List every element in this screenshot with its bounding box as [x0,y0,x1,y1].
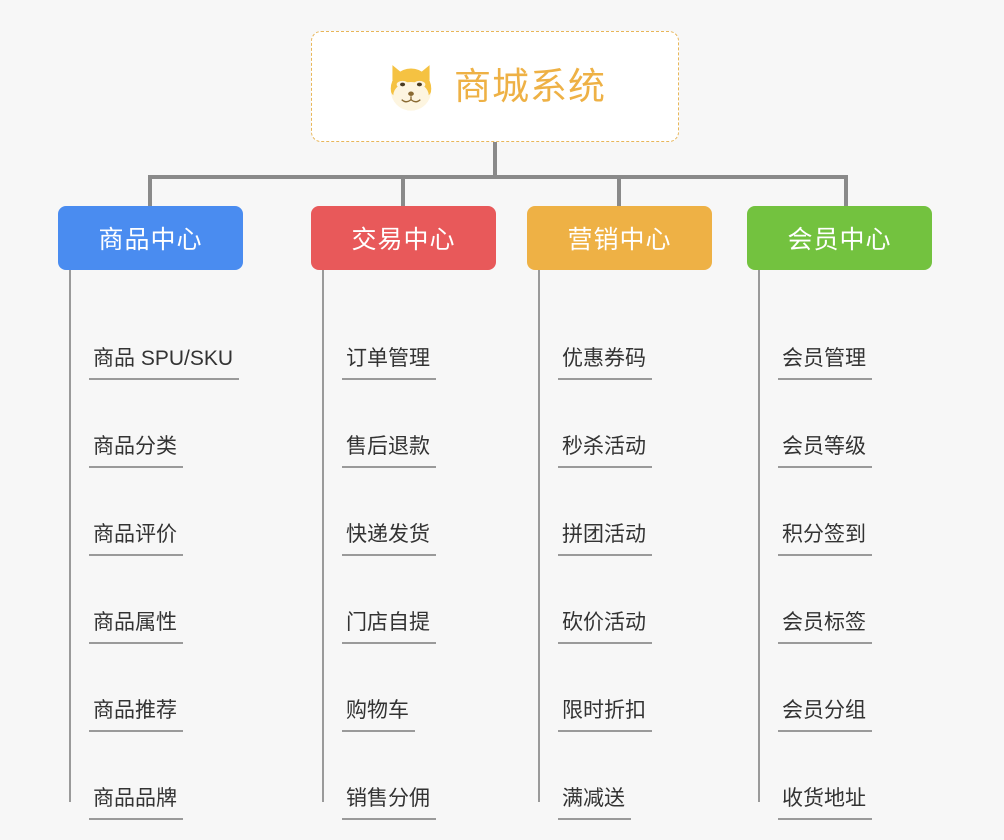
leaf-item[interactable]: 会员管理 [747,292,967,380]
leaf-label: 拼团活动 [558,523,652,556]
leaf-item[interactable]: 商品品牌 [58,732,278,820]
category-label: 商品中心 [98,226,203,254]
leaf-label: 限时折扣 [558,699,652,732]
leaf-list-member-center: 会员管理 会员等级 积分签到 会员标签 会员分组 收货地址 [747,270,967,820]
leaf-label: 销售分佣 [342,787,436,820]
root-title: 商城系统 [454,66,606,107]
connector-drop-3 [617,175,621,211]
category-label: 交易中心 [351,226,456,254]
leaf-label: 商品 SPU/SKU [89,347,240,380]
leaf-label: 会员等级 [778,435,872,468]
leaf-item[interactable]: 购物车 [311,644,531,732]
connector-drop-1 [148,175,152,211]
leaf-item[interactable]: 商品评价 [58,468,278,556]
connector-drop-4 [844,175,848,211]
leaf-label: 门店自提 [342,611,436,644]
leaf-spine [322,270,324,802]
leaf-item[interactable]: 限时折扣 [527,644,747,732]
leaf-item[interactable]: 满减送 [527,732,747,820]
shiba-dog-face-icon [390,64,432,111]
leaf-item[interactable]: 快递发货 [311,468,531,556]
category-node-trade-center[interactable]: 交易中心 [311,206,496,270]
connector-root-stem [493,142,497,178]
leaf-label: 积分签到 [778,523,872,556]
leaf-item[interactable]: 商品属性 [58,556,278,644]
leaf-label: 商品分类 [89,435,183,468]
leaf-list-product-center: 商品 SPU/SKU 商品分类 商品评价 商品属性 商品推荐 商品品牌 [58,270,278,820]
leaf-item[interactable]: 商品推荐 [58,644,278,732]
leaf-spine [538,270,540,802]
leaf-item[interactable]: 商品 SPU/SKU [58,292,278,380]
leaf-item[interactable]: 积分签到 [747,468,967,556]
root-node[interactable]: 商城系统 [311,31,679,142]
category-label: 营销中心 [567,226,672,254]
leaf-label: 订单管理 [342,347,436,380]
leaf-label: 优惠券码 [558,347,652,380]
leaf-item[interactable]: 门店自提 [311,556,531,644]
connector-drop-2 [401,175,405,211]
connector-horizontal-bus [148,175,848,179]
category-node-product-center[interactable]: 商品中心 [58,206,243,270]
leaf-label: 购物车 [342,699,415,732]
leaf-item[interactable]: 拼团活动 [527,468,747,556]
leaf-label: 商品评价 [89,523,183,556]
leaf-label: 商品属性 [89,611,183,644]
leaf-label: 商品推荐 [89,699,183,732]
branch-column-product-center: 商品中心 商品 SPU/SKU 商品分类 商品评价 商品属性 商品推荐 商品品牌 [58,206,278,820]
leaf-item[interactable]: 砍价活动 [527,556,747,644]
leaf-label: 会员管理 [778,347,872,380]
leaf-label: 秒杀活动 [558,435,652,468]
leaf-label: 满减送 [558,787,631,820]
leaf-label: 会员分组 [778,699,872,732]
leaf-spine [69,270,71,802]
leaf-item[interactable]: 销售分佣 [311,732,531,820]
leaf-label: 砍价活动 [558,611,652,644]
category-node-marketing-center[interactable]: 营销中心 [527,206,712,270]
leaf-list-trade-center: 订单管理 售后退款 快递发货 门店自提 购物车 销售分佣 [311,270,531,820]
leaf-item[interactable]: 会员等级 [747,380,967,468]
leaf-list-marketing-center: 优惠券码 秒杀活动 拼团活动 砍价活动 限时折扣 满减送 [527,270,747,820]
branch-column-trade-center: 交易中心 订单管理 售后退款 快递发货 门店自提 购物车 销售分佣 [311,206,531,820]
leaf-item[interactable]: 商品分类 [58,380,278,468]
leaf-label: 售后退款 [342,435,436,468]
leaf-label: 会员标签 [778,611,872,644]
leaf-item[interactable]: 秒杀活动 [527,380,747,468]
category-label: 会员中心 [787,226,892,254]
leaf-label: 收货地址 [778,787,872,820]
branch-column-member-center: 会员中心 会员管理 会员等级 积分签到 会员标签 会员分组 收货地址 [747,206,967,820]
leaf-item[interactable]: 订单管理 [311,292,531,380]
leaf-spine [758,270,760,802]
branch-column-marketing-center: 营销中心 优惠券码 秒杀活动 拼团活动 砍价活动 限时折扣 满减送 [527,206,747,820]
leaf-label: 商品品牌 [89,787,183,820]
leaf-item[interactable]: 优惠券码 [527,292,747,380]
leaf-item[interactable]: 会员分组 [747,644,967,732]
category-node-member-center[interactable]: 会员中心 [747,206,932,270]
leaf-item[interactable]: 会员标签 [747,556,967,644]
leaf-item[interactable]: 收货地址 [747,732,967,820]
leaf-label: 快递发货 [342,523,436,556]
leaf-item[interactable]: 售后退款 [311,380,531,468]
